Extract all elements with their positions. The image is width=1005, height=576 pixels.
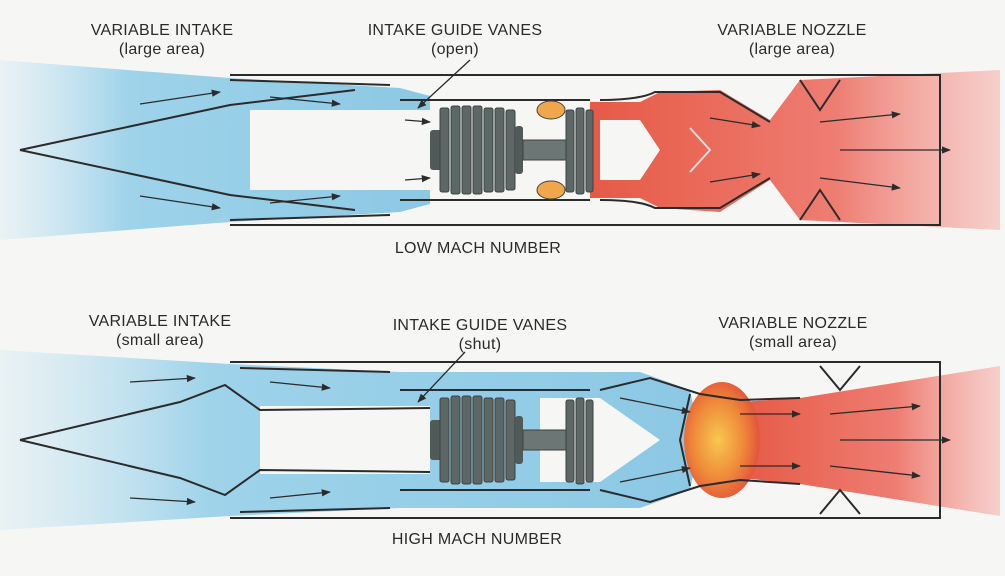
combustor-bottom bbox=[536, 180, 566, 200]
high-nozzle-title: VARIABLE NOZZLE bbox=[718, 315, 868, 332]
high-intake-title: VARIABLE INTAKE bbox=[88, 313, 232, 330]
low-vanes-sub: (open) bbox=[430, 41, 480, 58]
vanes-pointer bbox=[417, 59, 471, 109]
high-nozzle-label: VARIABLE NOZZLE (small area) bbox=[718, 314, 867, 352]
low-nozzle-sub: (large area) bbox=[748, 41, 836, 58]
tail-cone bbox=[600, 120, 660, 180]
exhaust-flow bbox=[740, 366, 1000, 516]
low-intake-title: VARIABLE INTAKE bbox=[90, 22, 234, 39]
low-nozzle-title: VARIABLE NOZZLE bbox=[717, 22, 867, 39]
high-intake-sub: (small area) bbox=[115, 332, 205, 349]
centre-body bbox=[260, 406, 430, 474]
centre-body bbox=[250, 110, 430, 190]
low-intake-label: VARIABLE INTAKE (large area) bbox=[91, 21, 234, 59]
flow-arrows bbox=[129, 374, 951, 506]
low-nozzle-label: VARIABLE NOZZLE (large area) bbox=[717, 21, 866, 59]
casing bbox=[19, 74, 941, 226]
high-mach-caption: HIGH MACH NUMBER bbox=[391, 531, 563, 548]
vanes-pointer bbox=[417, 351, 466, 403]
low-intake-sub: (large area) bbox=[118, 41, 206, 58]
high-vanes-label: INTAKE GUIDE VANES (shut) bbox=[393, 316, 568, 354]
low-vanes-label: INTAKE GUIDE VANES (open) bbox=[368, 21, 543, 59]
engine-low-mach bbox=[0, 59, 1000, 240]
combustor-top bbox=[536, 100, 566, 120]
afterburner-flame bbox=[684, 382, 760, 498]
high-nozzle-sub: (small area) bbox=[748, 334, 838, 351]
high-intake-label: VARIABLE INTAKE (small area) bbox=[89, 312, 232, 350]
flow-arrows bbox=[139, 89, 951, 211]
intake-airflow bbox=[0, 60, 430, 240]
high-vanes-title: INTAKE GUIDE VANES bbox=[392, 317, 568, 334]
low-mach-caption: LOW MACH NUMBER bbox=[394, 240, 562, 257]
high-vanes-sub: (shut) bbox=[458, 336, 502, 353]
low-vanes-title: INTAKE GUIDE VANES bbox=[367, 22, 543, 39]
engine-high-mach bbox=[0, 350, 1000, 530]
